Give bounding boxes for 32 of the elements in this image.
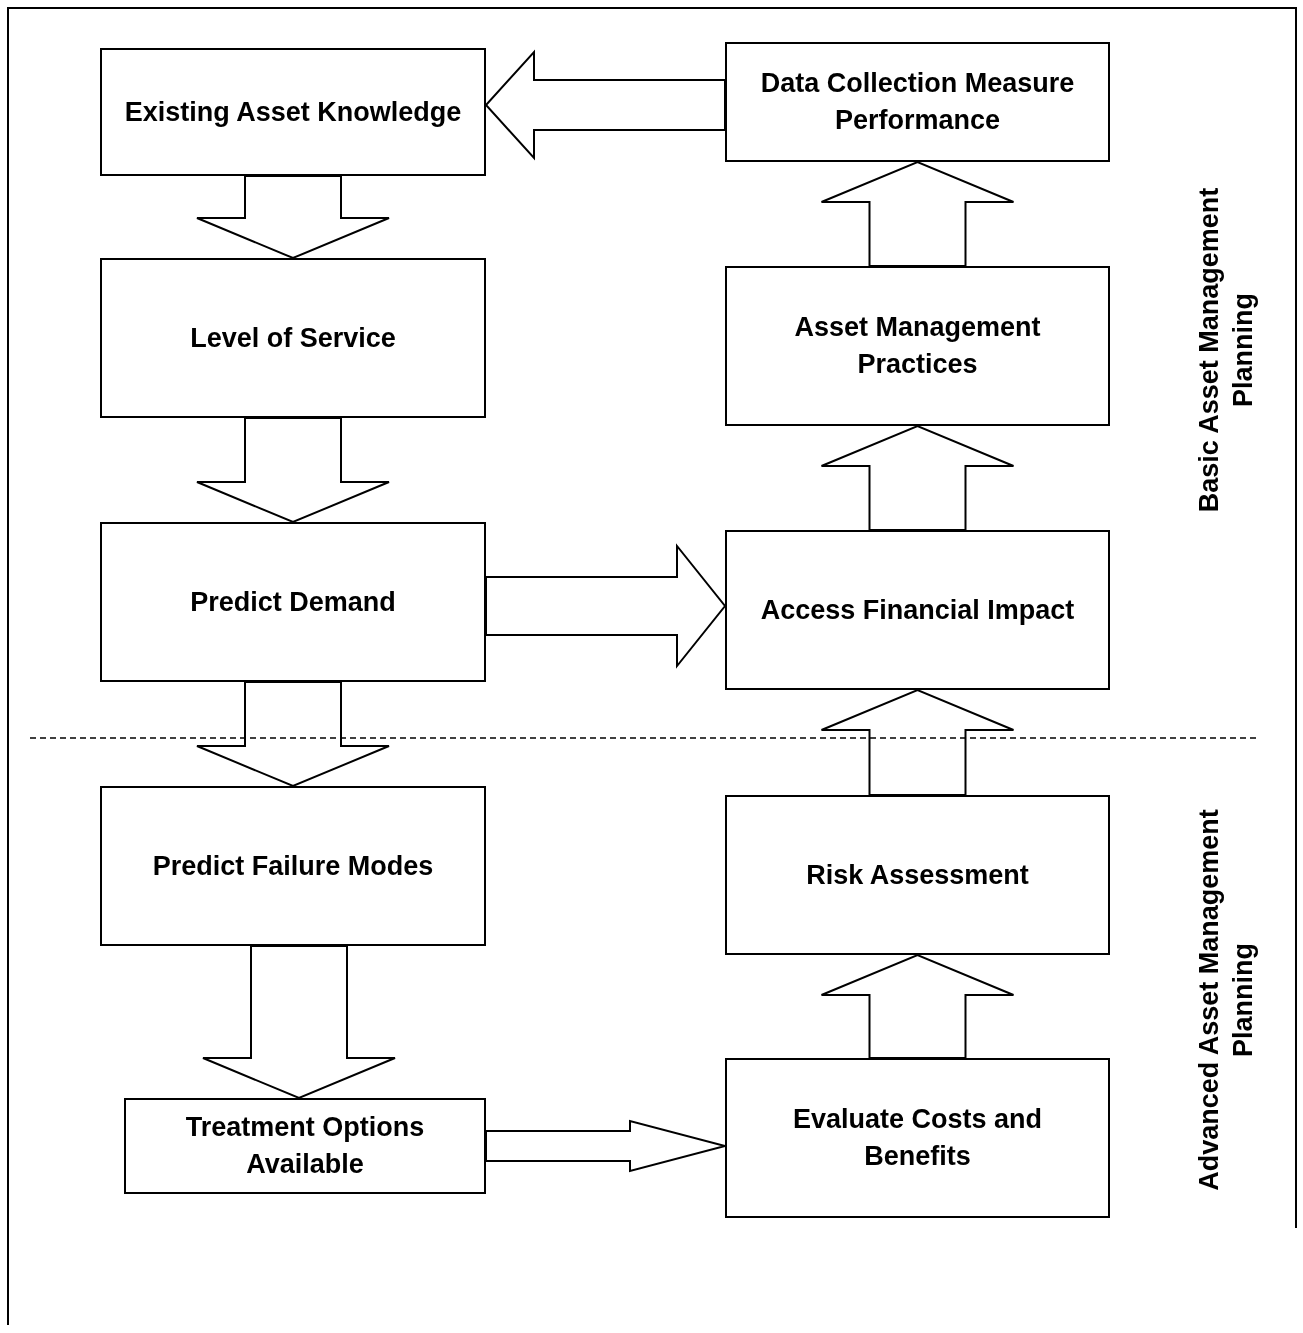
process-box [725,266,1110,426]
block-arrow [484,49,726,161]
block-arrow [485,543,727,669]
block-arrow [196,175,390,260]
box-label: Evaluate Costs and Benefits [791,1103,1044,1173]
box-label: Access Financial Impact [760,593,1075,627]
block-arrow [820,953,1015,1059]
block-arrow [820,424,1015,531]
process-box [100,522,486,682]
process-box [100,786,486,946]
box-label: Data Collection Measure Performance [759,67,1076,137]
box-label: Asset Management Practices [793,311,1042,381]
box-label: Level of Service [190,321,396,355]
block-arrow [820,160,1015,267]
block-arrow [196,417,390,524]
process-box [725,1058,1110,1218]
block-arrow [196,681,390,788]
process-box [725,795,1110,955]
box-label: Existing Asset Knowledge [124,95,462,129]
box-label: Risk Assessment [806,858,1029,892]
block-arrow [820,688,1015,796]
box-label: Predict Demand [190,585,396,619]
process-box [100,48,486,176]
process-box [100,258,486,418]
process-box [124,1098,486,1194]
process-box [725,530,1110,690]
box-label: Predict Failure Modes [152,849,434,883]
section-label: Basic Asset Management Planning [1193,186,1259,515]
box-label: Treatment Options Available [184,1111,426,1181]
block-arrow [202,945,396,1100]
process-box [725,42,1110,162]
section-label: Advanced Asset Management Planning [1193,808,1259,1193]
